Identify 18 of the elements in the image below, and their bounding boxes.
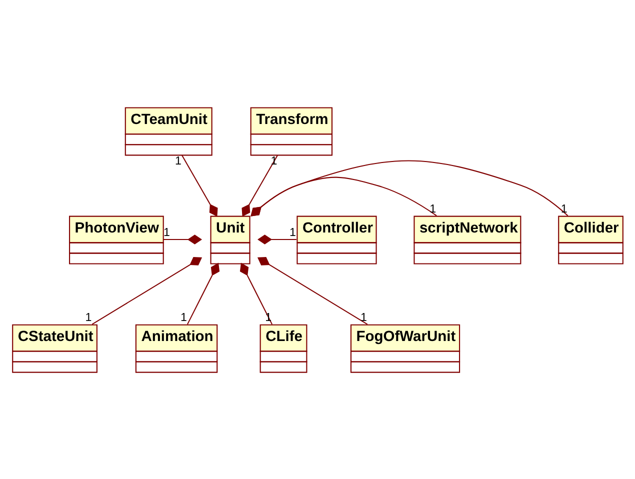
edge-label: 1 [560, 203, 568, 216]
connector [250, 176, 437, 216]
edge-label: 1 [85, 312, 92, 324]
connector [257, 234, 296, 244]
connector [163, 234, 202, 244]
edge-label: 1 [360, 312, 367, 324]
edge-label: 1 [290, 227, 296, 240]
edge-label: 1 [430, 203, 436, 216]
connector [250, 160, 568, 216]
connector [181, 154, 218, 217]
connector [240, 262, 273, 325]
connector [92, 257, 202, 325]
edge-label: 1 [164, 227, 170, 240]
connector [242, 154, 278, 217]
connector [257, 257, 368, 325]
connector [186, 262, 220, 325]
edge-label: 1 [180, 312, 187, 324]
edge-label: 1 [174, 155, 182, 168]
